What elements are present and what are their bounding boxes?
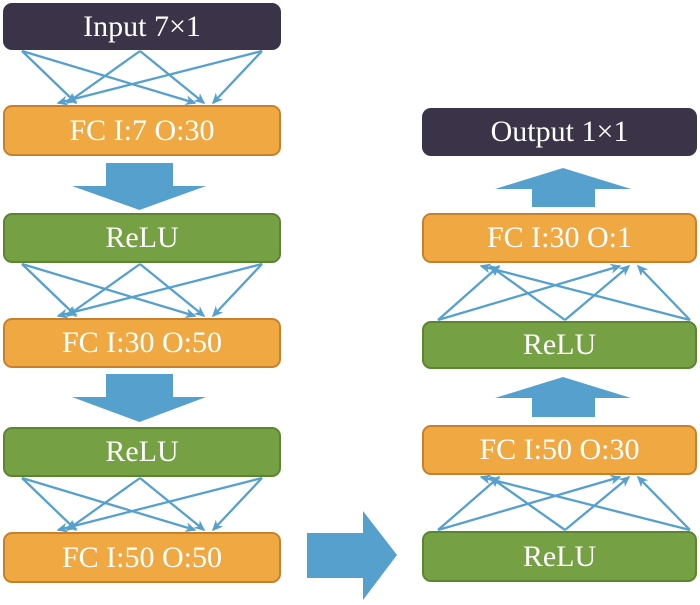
fc5-block: FC I:50 O:30 — [422, 425, 697, 475]
dense-arrows-relu4-to-fc5-icon — [437, 474, 691, 532]
block-arrow-down-fc2-to-relu2-icon — [72, 374, 206, 422]
relu3-block: ReLU — [422, 321, 697, 369]
fc3-block: FC I:50 O:50 — [3, 532, 281, 583]
dense-arrows-relu2-to-fc3-icon — [21, 476, 263, 533]
block-arrow-up-fc4-to-output-icon — [495, 168, 631, 207]
relu1-block: ReLU — [3, 213, 281, 263]
fc1-block: FC I:7 O:30 — [3, 105, 281, 156]
input-block: Input 7×1 — [3, 3, 281, 50]
dense-arrows-relu3-to-fc4-icon — [437, 263, 691, 322]
fc4-block: FC I:30 O:1 — [422, 213, 697, 263]
block-arrow-right-column-transfer-icon — [307, 511, 397, 600]
block-arrow-up-fc5-to-relu3-icon — [495, 377, 631, 417]
fc2-block: FC I:30 O:50 — [3, 318, 281, 368]
dense-arrows-input-to-fc1-icon — [21, 49, 263, 106]
block-arrow-down-fc1-to-relu1-icon — [72, 163, 206, 210]
output-block: Output 1×1 — [422, 108, 697, 156]
relu2-block: ReLU — [3, 427, 281, 477]
dense-arrows-relu1-to-fc2-icon — [21, 262, 263, 319]
relu4-block: ReLU — [422, 531, 697, 582]
